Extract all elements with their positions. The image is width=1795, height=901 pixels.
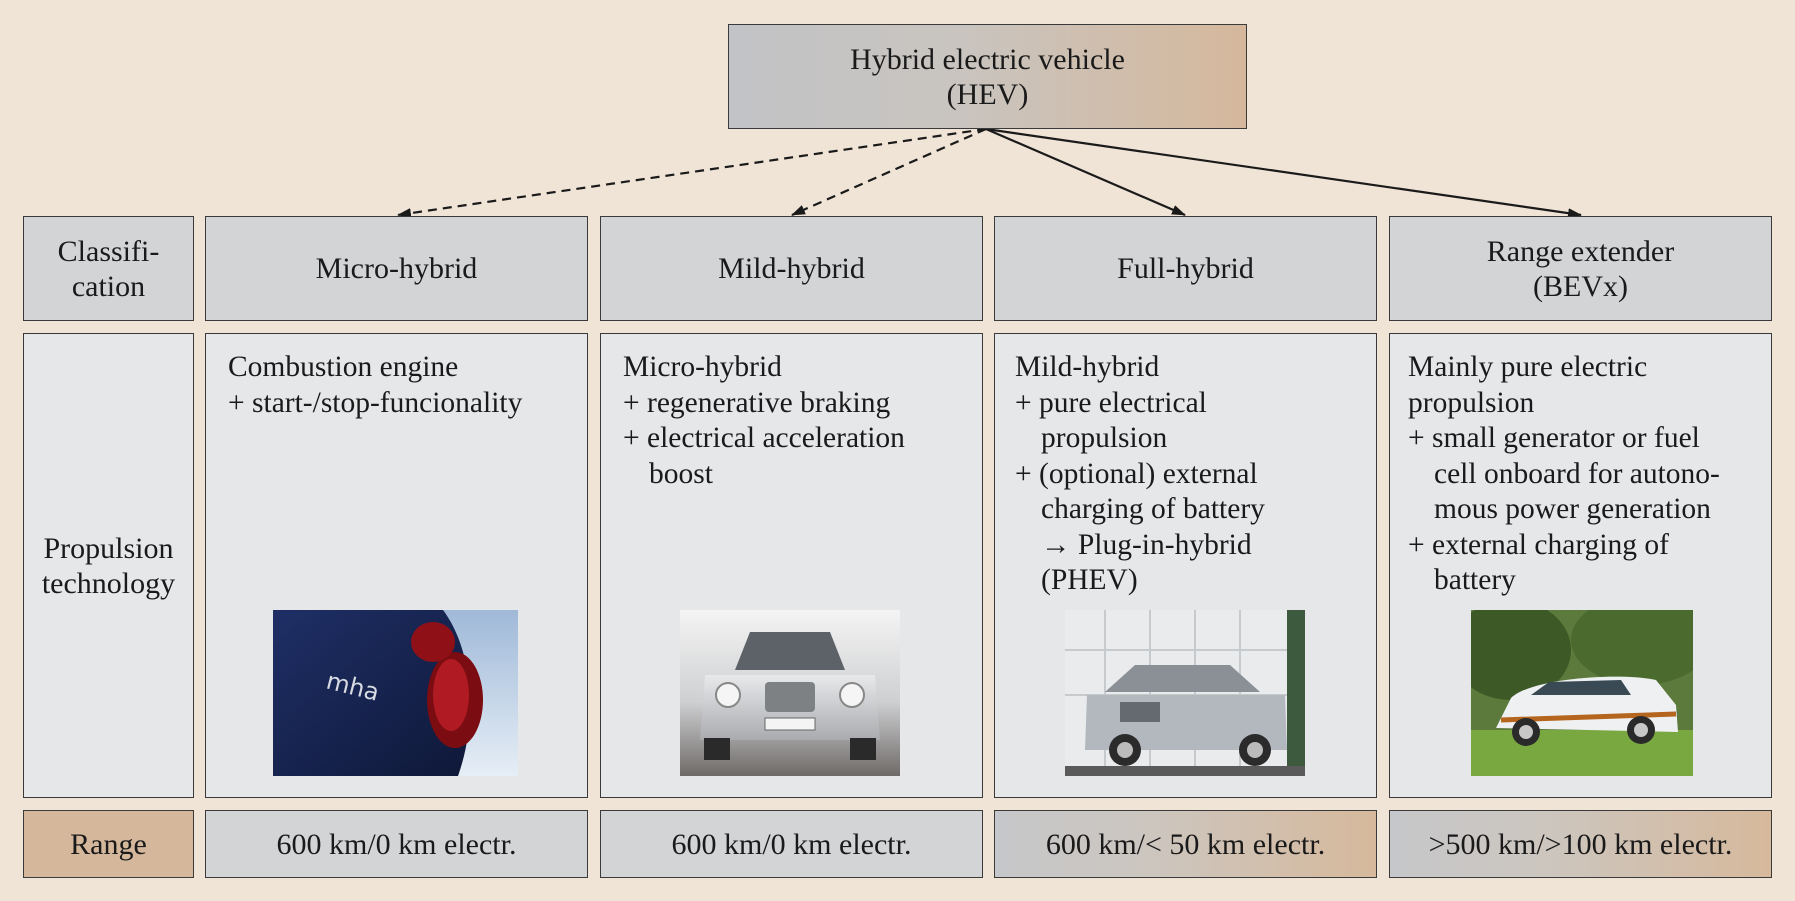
class-title: Range extender (BEVx) [1486, 234, 1675, 303]
arrow-to-full-hybrid [985, 127, 1186, 217]
description-line: + small generator or fuel [1408, 422, 1700, 454]
description-line: charging of battery [1041, 493, 1265, 525]
description-line: + regenerative braking [623, 386, 891, 419]
class-box-range-extender: Range extender (BEVx) [1389, 216, 1772, 321]
description-line: Micro-hybrid [623, 351, 782, 383]
description-line: → Plug-in-hybrid [1041, 528, 1252, 561]
propulsion-label: Propulsion technology [41, 531, 176, 600]
range-box-mild-hybrid: 600 km/0 km electr. [600, 810, 983, 878]
arrow-to-micro-hybrid [397, 127, 987, 219]
root-node-label: Hybrid electric vehicle (HEV) [850, 42, 1125, 111]
class-title: Full-hybrid [1117, 252, 1254, 285]
propulsion-box-range-extender: Mainly pure electric propulsion + small … [1389, 333, 1772, 798]
propulsion-description: Mild-hybrid + pure electrical propulsion… [1015, 350, 1368, 599]
description-line: battery [1434, 564, 1516, 596]
range-value: 600 km/< 50 km electr. [1045, 827, 1326, 861]
description-line: propulsion [1408, 386, 1535, 419]
classification-label: Classifi- cation [57, 234, 160, 303]
micro-hybrid-car-photo: mha [273, 610, 518, 776]
description-line: boost [649, 457, 713, 490]
range-box-micro-hybrid: 600 km/0 km electr. [205, 810, 588, 878]
class-title: Mild-hybrid [718, 252, 865, 285]
description-line: Mainly pure electric [1408, 351, 1648, 383]
description-line: + pure electrical [1015, 386, 1207, 419]
root-node-hev: Hybrid electric vehicle (HEV) [728, 24, 1247, 129]
propulsion-description: Mainly pure electric propulsion + small … [1408, 350, 1763, 599]
range-value: 600 km/0 km electr. [671, 827, 912, 861]
description-line: Mild-hybrid [1015, 351, 1160, 383]
full-hybrid-car-photo [1065, 610, 1305, 776]
description-line: + start-/stop-funcionality [228, 386, 523, 419]
description-line: + (optional) external [1015, 457, 1258, 490]
row-label-range: Range [23, 810, 194, 878]
description-line: + electrical acceleration [623, 422, 905, 454]
range-label: Range [70, 827, 147, 861]
propulsion-box-full-hybrid: Mild-hybrid + pure electrical propulsion… [994, 333, 1377, 798]
row-label-classification: Classifi- cation [23, 216, 194, 321]
arrow-to-range-extender [985, 127, 1582, 219]
propulsion-box-micro-hybrid: Combustion engine + start-/stop-funciona… [205, 333, 588, 798]
class-box-mild-hybrid: Mild-hybrid [600, 216, 983, 321]
propulsion-description: Combustion engine + start-/stop-funciona… [228, 350, 579, 421]
class-box-full-hybrid: Full-hybrid [994, 216, 1377, 321]
range-box-range-extender: >500 km/>100 km electr. [1389, 810, 1772, 878]
range-value: >500 km/>100 km electr. [1428, 827, 1733, 861]
row-label-propulsion: Propulsion technology [23, 333, 194, 798]
description-line: propulsion [1041, 422, 1168, 454]
description-line: (PHEV) [1041, 564, 1138, 596]
description-line: mous power generation [1434, 493, 1711, 525]
description-line: + external charging of [1408, 528, 1670, 561]
arrow-to-mild-hybrid [791, 127, 987, 217]
mild-hybrid-car-photo [680, 610, 900, 776]
range-value: 600 km/0 km electr. [276, 827, 517, 861]
class-title: Micro-hybrid [315, 252, 478, 285]
class-box-micro-hybrid: Micro-hybrid [205, 216, 588, 321]
propulsion-description: Micro-hybrid + regenerative braking + el… [623, 350, 974, 492]
propulsion-box-mild-hybrid: Micro-hybrid + regenerative braking + el… [600, 333, 983, 798]
description-line: Combustion engine [228, 351, 459, 383]
range-box-full-hybrid: 600 km/< 50 km electr. [994, 810, 1377, 878]
description-line: cell onboard for autono- [1434, 457, 1720, 490]
range-extender-car-photo [1471, 610, 1693, 776]
